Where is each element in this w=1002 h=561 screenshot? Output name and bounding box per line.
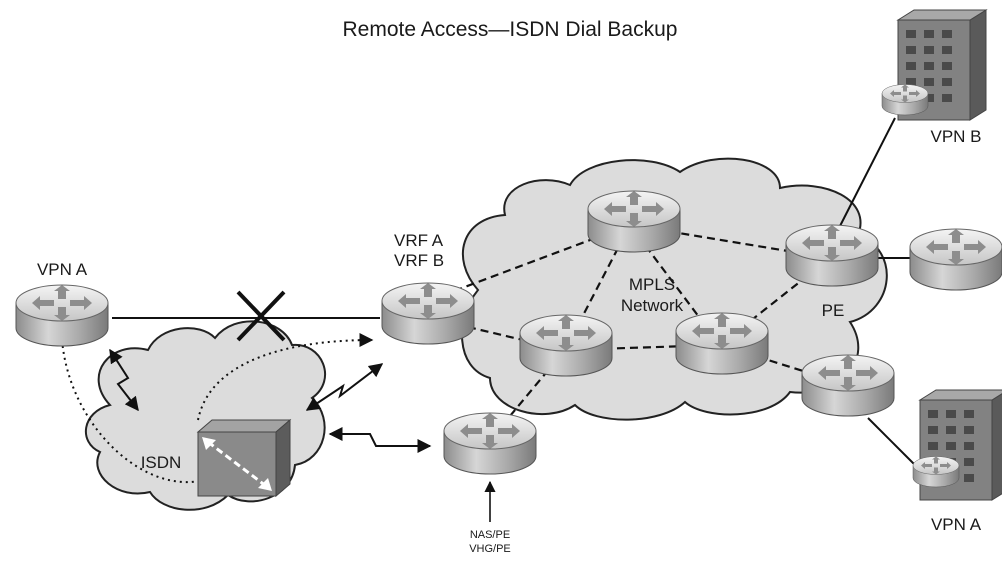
label-vpn-a-left: VPN A xyxy=(37,260,88,279)
router-icon xyxy=(443,412,537,475)
router-icon xyxy=(785,224,879,287)
router-icon xyxy=(15,284,109,347)
diagram-title: Remote Access—ISDN Dial Backup xyxy=(343,18,678,41)
lightning-link-icon xyxy=(109,348,432,453)
router-icon xyxy=(801,354,895,417)
solid-links xyxy=(112,117,916,466)
router-icon xyxy=(519,314,613,377)
router-icon xyxy=(881,84,929,116)
router-icon xyxy=(909,228,1002,291)
label-vrf-b: VRF B xyxy=(394,251,444,270)
label-vpn-b: VPN B xyxy=(930,127,981,146)
link-failure-icon xyxy=(236,290,286,342)
label-network: Network xyxy=(621,296,684,315)
label-vpn-a-right: VPN A xyxy=(931,515,982,534)
label-isdn: ISDN xyxy=(141,453,182,472)
label-nas-pe: NAS/PE xyxy=(470,529,510,541)
isdn-switch-icon xyxy=(196,418,292,498)
router-icon xyxy=(675,312,769,375)
router-icon xyxy=(381,282,475,345)
dotted-backup-paths xyxy=(61,333,374,484)
label-vhg-pe: VHG/PE xyxy=(469,543,511,555)
router-icon xyxy=(912,456,960,488)
label-mpls: MPLS xyxy=(629,275,675,294)
label-vrf-a: VRF A xyxy=(394,231,444,250)
label-pe: PE xyxy=(822,301,845,320)
router-icon xyxy=(587,190,681,253)
